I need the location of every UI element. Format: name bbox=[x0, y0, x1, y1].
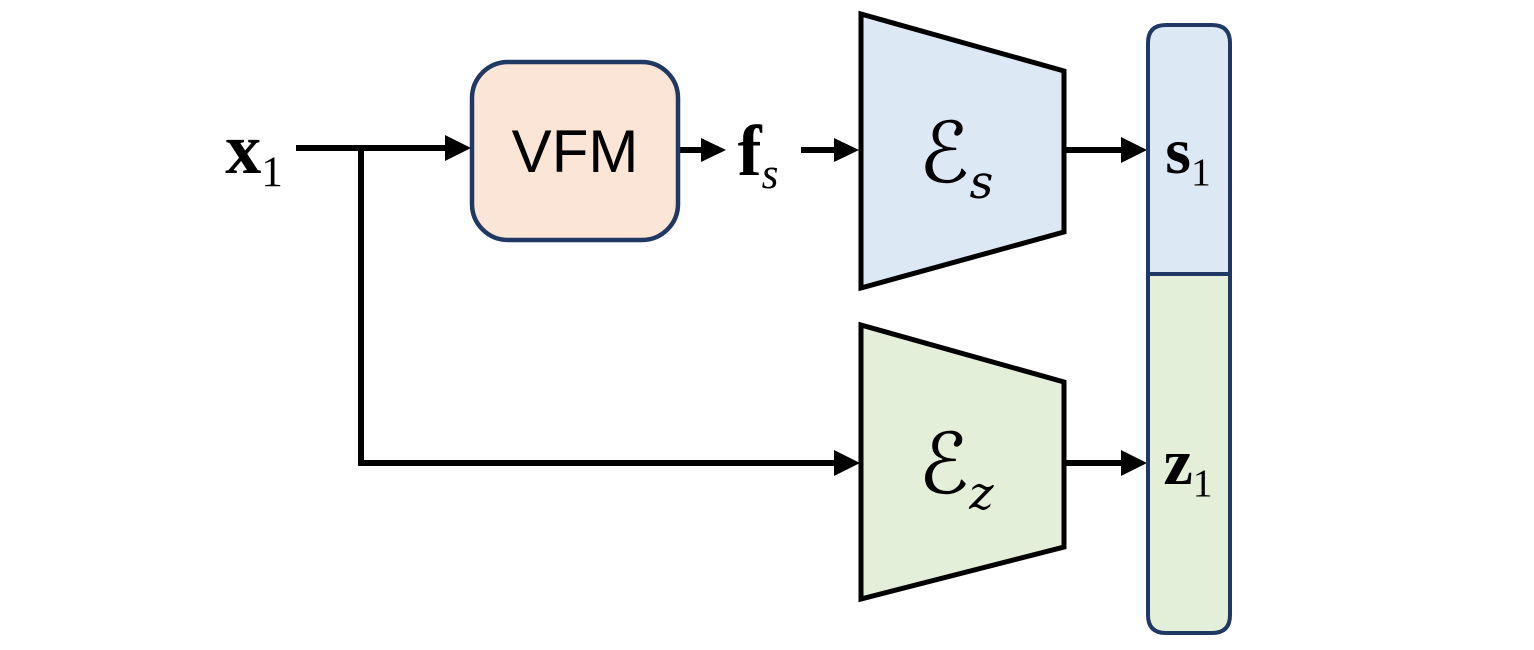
vfm-label: VFM bbox=[511, 118, 639, 185]
feature-label: fs bbox=[738, 115, 779, 196]
encoder-z-label-sub: z bbox=[969, 466, 994, 521]
arrow-head bbox=[701, 138, 726, 162]
encoder-z-trapezoid bbox=[858, 321, 1067, 603]
feature-label-sub: s bbox=[761, 150, 779, 198]
arrow-x1-to-encoder-z bbox=[358, 148, 860, 476]
arrow-head bbox=[1121, 450, 1147, 476]
arrow-vfm-to-fs bbox=[679, 138, 726, 162]
encoder-s-label: ℰs bbox=[919, 111, 994, 205]
input-label: x1 bbox=[225, 113, 283, 194]
arrow-head bbox=[834, 450, 860, 476]
latent-z-label-base: z bbox=[1163, 426, 1193, 499]
encoder-z-label: ℰz bbox=[918, 422, 993, 516]
encoder-s-label-base: ℰ bbox=[918, 104, 970, 202]
latent-s-segment bbox=[1146, 23, 1232, 276]
arrow-shaft bbox=[358, 148, 836, 466]
latent-z-segment bbox=[1146, 272, 1232, 635]
latent-s-label: s1 bbox=[1165, 119, 1210, 192]
arrow-fs-to-encoder-s bbox=[801, 138, 859, 162]
arrow-encoder-s-to-s1 bbox=[1066, 137, 1147, 163]
input-label-base: x bbox=[225, 109, 262, 189]
input-label-sub: 1 bbox=[261, 148, 283, 196]
latent-z-label-sub: 1 bbox=[1192, 460, 1213, 505]
latent-s-label-base: s bbox=[1165, 115, 1191, 188]
arrow-x1-to-vfm bbox=[296, 135, 471, 161]
arrow-head bbox=[1121, 137, 1147, 163]
latent-z-label: z1 bbox=[1163, 430, 1212, 503]
encoder-s-trapezoid bbox=[858, 10, 1067, 292]
encoder-z-label-base: ℰ bbox=[918, 415, 970, 513]
arrow-head bbox=[445, 135, 471, 161]
encoder-s-label-sub: s bbox=[969, 155, 994, 210]
arrow-encoder-z-to-z1 bbox=[1066, 450, 1147, 476]
arrow-head bbox=[834, 138, 859, 162]
vfm-box bbox=[469, 59, 681, 243]
feature-label-base: f bbox=[737, 111, 762, 191]
latent-s-label-sub: 1 bbox=[1190, 149, 1211, 194]
